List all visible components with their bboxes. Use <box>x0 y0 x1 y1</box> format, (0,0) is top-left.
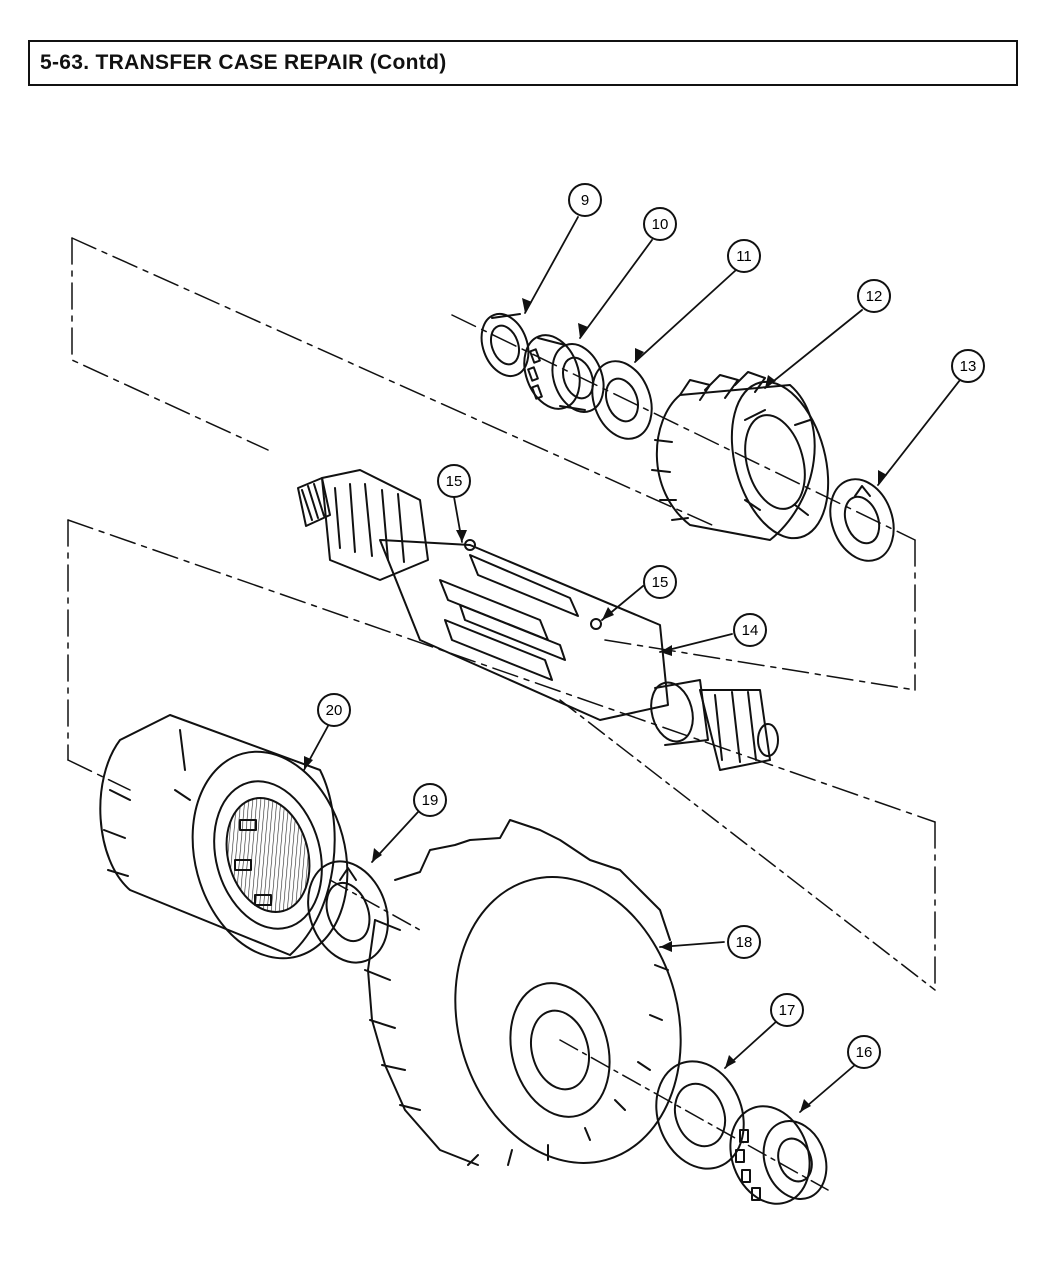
svg-text:20: 20 <box>326 702 343 719</box>
callout-13: 13 <box>951 349 985 383</box>
svg-text:19: 19 <box>422 792 439 809</box>
part-12-clutch-gear <box>651 371 830 541</box>
svg-text:18: 18 <box>736 934 753 951</box>
callout-12: 12 <box>857 279 891 313</box>
part-18-large-gear <box>364 819 682 1166</box>
leader-arrowheads <box>304 298 887 1112</box>
callout-17: 17 <box>770 993 804 1027</box>
callout-9: 9 <box>568 183 602 217</box>
svg-text:17: 17 <box>779 1002 796 1019</box>
callout-14: 14 <box>733 613 767 647</box>
svg-text:13: 13 <box>960 358 977 375</box>
callout-15-lower: 15 <box>643 565 677 599</box>
callouts: 9 10 11 12 13 15 15 14 <box>317 183 985 1069</box>
svg-text:11: 11 <box>736 248 752 265</box>
svg-text:10: 10 <box>652 216 669 233</box>
callout-16: 16 <box>847 1035 881 1069</box>
part-14-main-shaft <box>297 469 779 771</box>
part-20-sleeve <box>99 714 349 960</box>
callout-11: 11 <box>727 239 761 273</box>
part-17-washer <box>655 1060 745 1170</box>
callout-18: 18 <box>727 925 761 959</box>
callout-20: 20 <box>317 693 351 727</box>
svg-text:15: 15 <box>446 473 463 490</box>
callout-10: 10 <box>643 207 677 241</box>
part-16-bearing <box>729 1105 828 1205</box>
svg-text:15: 15 <box>652 574 669 591</box>
section-header: 5-63. TRANSFER CASE REPAIR (Contd) <box>28 40 1018 86</box>
svg-text:9: 9 <box>581 192 589 209</box>
leader-lines <box>303 216 961 1113</box>
section-title: 5-63. TRANSFER CASE REPAIR (Contd) <box>40 51 447 74</box>
part-9-seal <box>480 313 530 377</box>
assembly-guide-lines <box>67 237 936 1191</box>
callout-19: 19 <box>413 783 447 817</box>
svg-text:12: 12 <box>866 288 883 305</box>
callout-15-upper: 15 <box>437 464 471 498</box>
svg-text:14: 14 <box>742 622 759 639</box>
svg-text:16: 16 <box>856 1044 873 1061</box>
part-13-thrust-washer <box>829 478 895 562</box>
part-11-washer <box>591 360 653 440</box>
part-10-bearing <box>523 334 605 413</box>
part-19-keyed-washer <box>307 860 389 964</box>
